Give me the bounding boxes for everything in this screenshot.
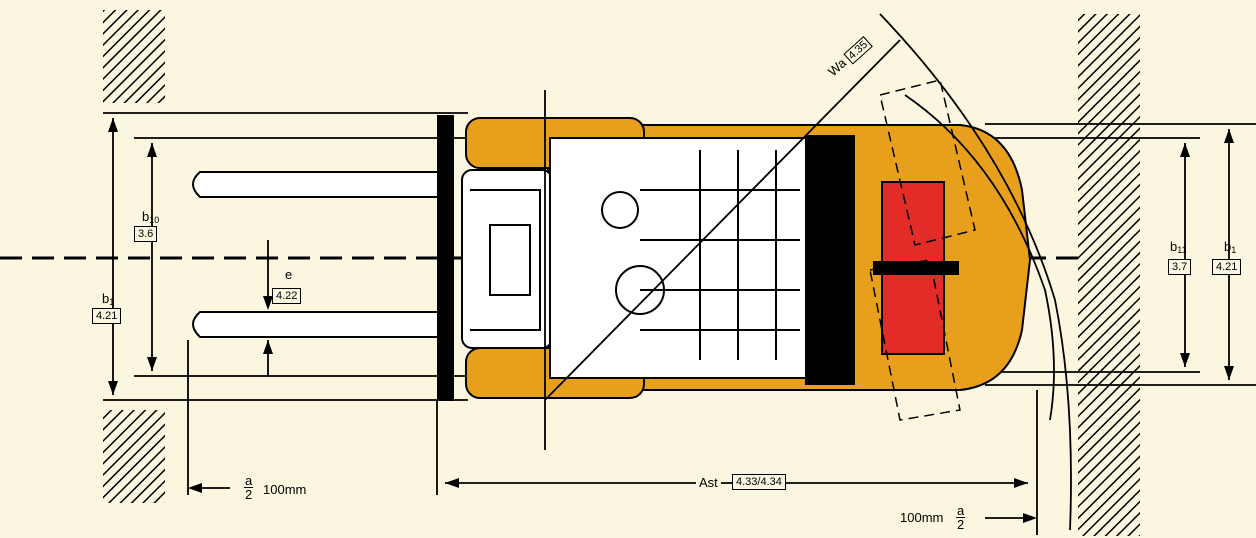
label-b11: b11	[1170, 239, 1187, 255]
overhead-guard	[470, 150, 800, 360]
turning-outline	[869, 79, 976, 421]
turning-arcs	[879, 13, 1072, 531]
forklift-body	[461, 117, 1032, 399]
value-b1-left: 4.21	[92, 308, 122, 324]
value-b1-right: 4.21	[1212, 259, 1242, 275]
fork-carriage	[437, 115, 454, 401]
label-b10: b10	[142, 209, 160, 225]
label-e: e	[285, 267, 293, 282]
clearance-left: 100mm	[263, 482, 307, 497]
wall-right	[1078, 14, 1140, 536]
reference-lines	[103, 112, 1256, 401]
label-b1-left: b1	[102, 291, 115, 307]
forks	[192, 171, 451, 338]
value-b11: 3.7	[1168, 259, 1192, 275]
arrow-heads	[108, 118, 1234, 523]
value-e: 4.22	[272, 288, 302, 304]
clearance-right: 100mm	[900, 510, 944, 525]
label-ast: Ast	[696, 476, 721, 489]
wall-top-left	[103, 10, 165, 103]
value-ast: 4.33/4.34	[732, 474, 786, 490]
wall-bottom-left	[103, 410, 165, 503]
label-b1-right: b1	[1224, 239, 1237, 255]
value-b10: 3.6	[134, 226, 158, 242]
